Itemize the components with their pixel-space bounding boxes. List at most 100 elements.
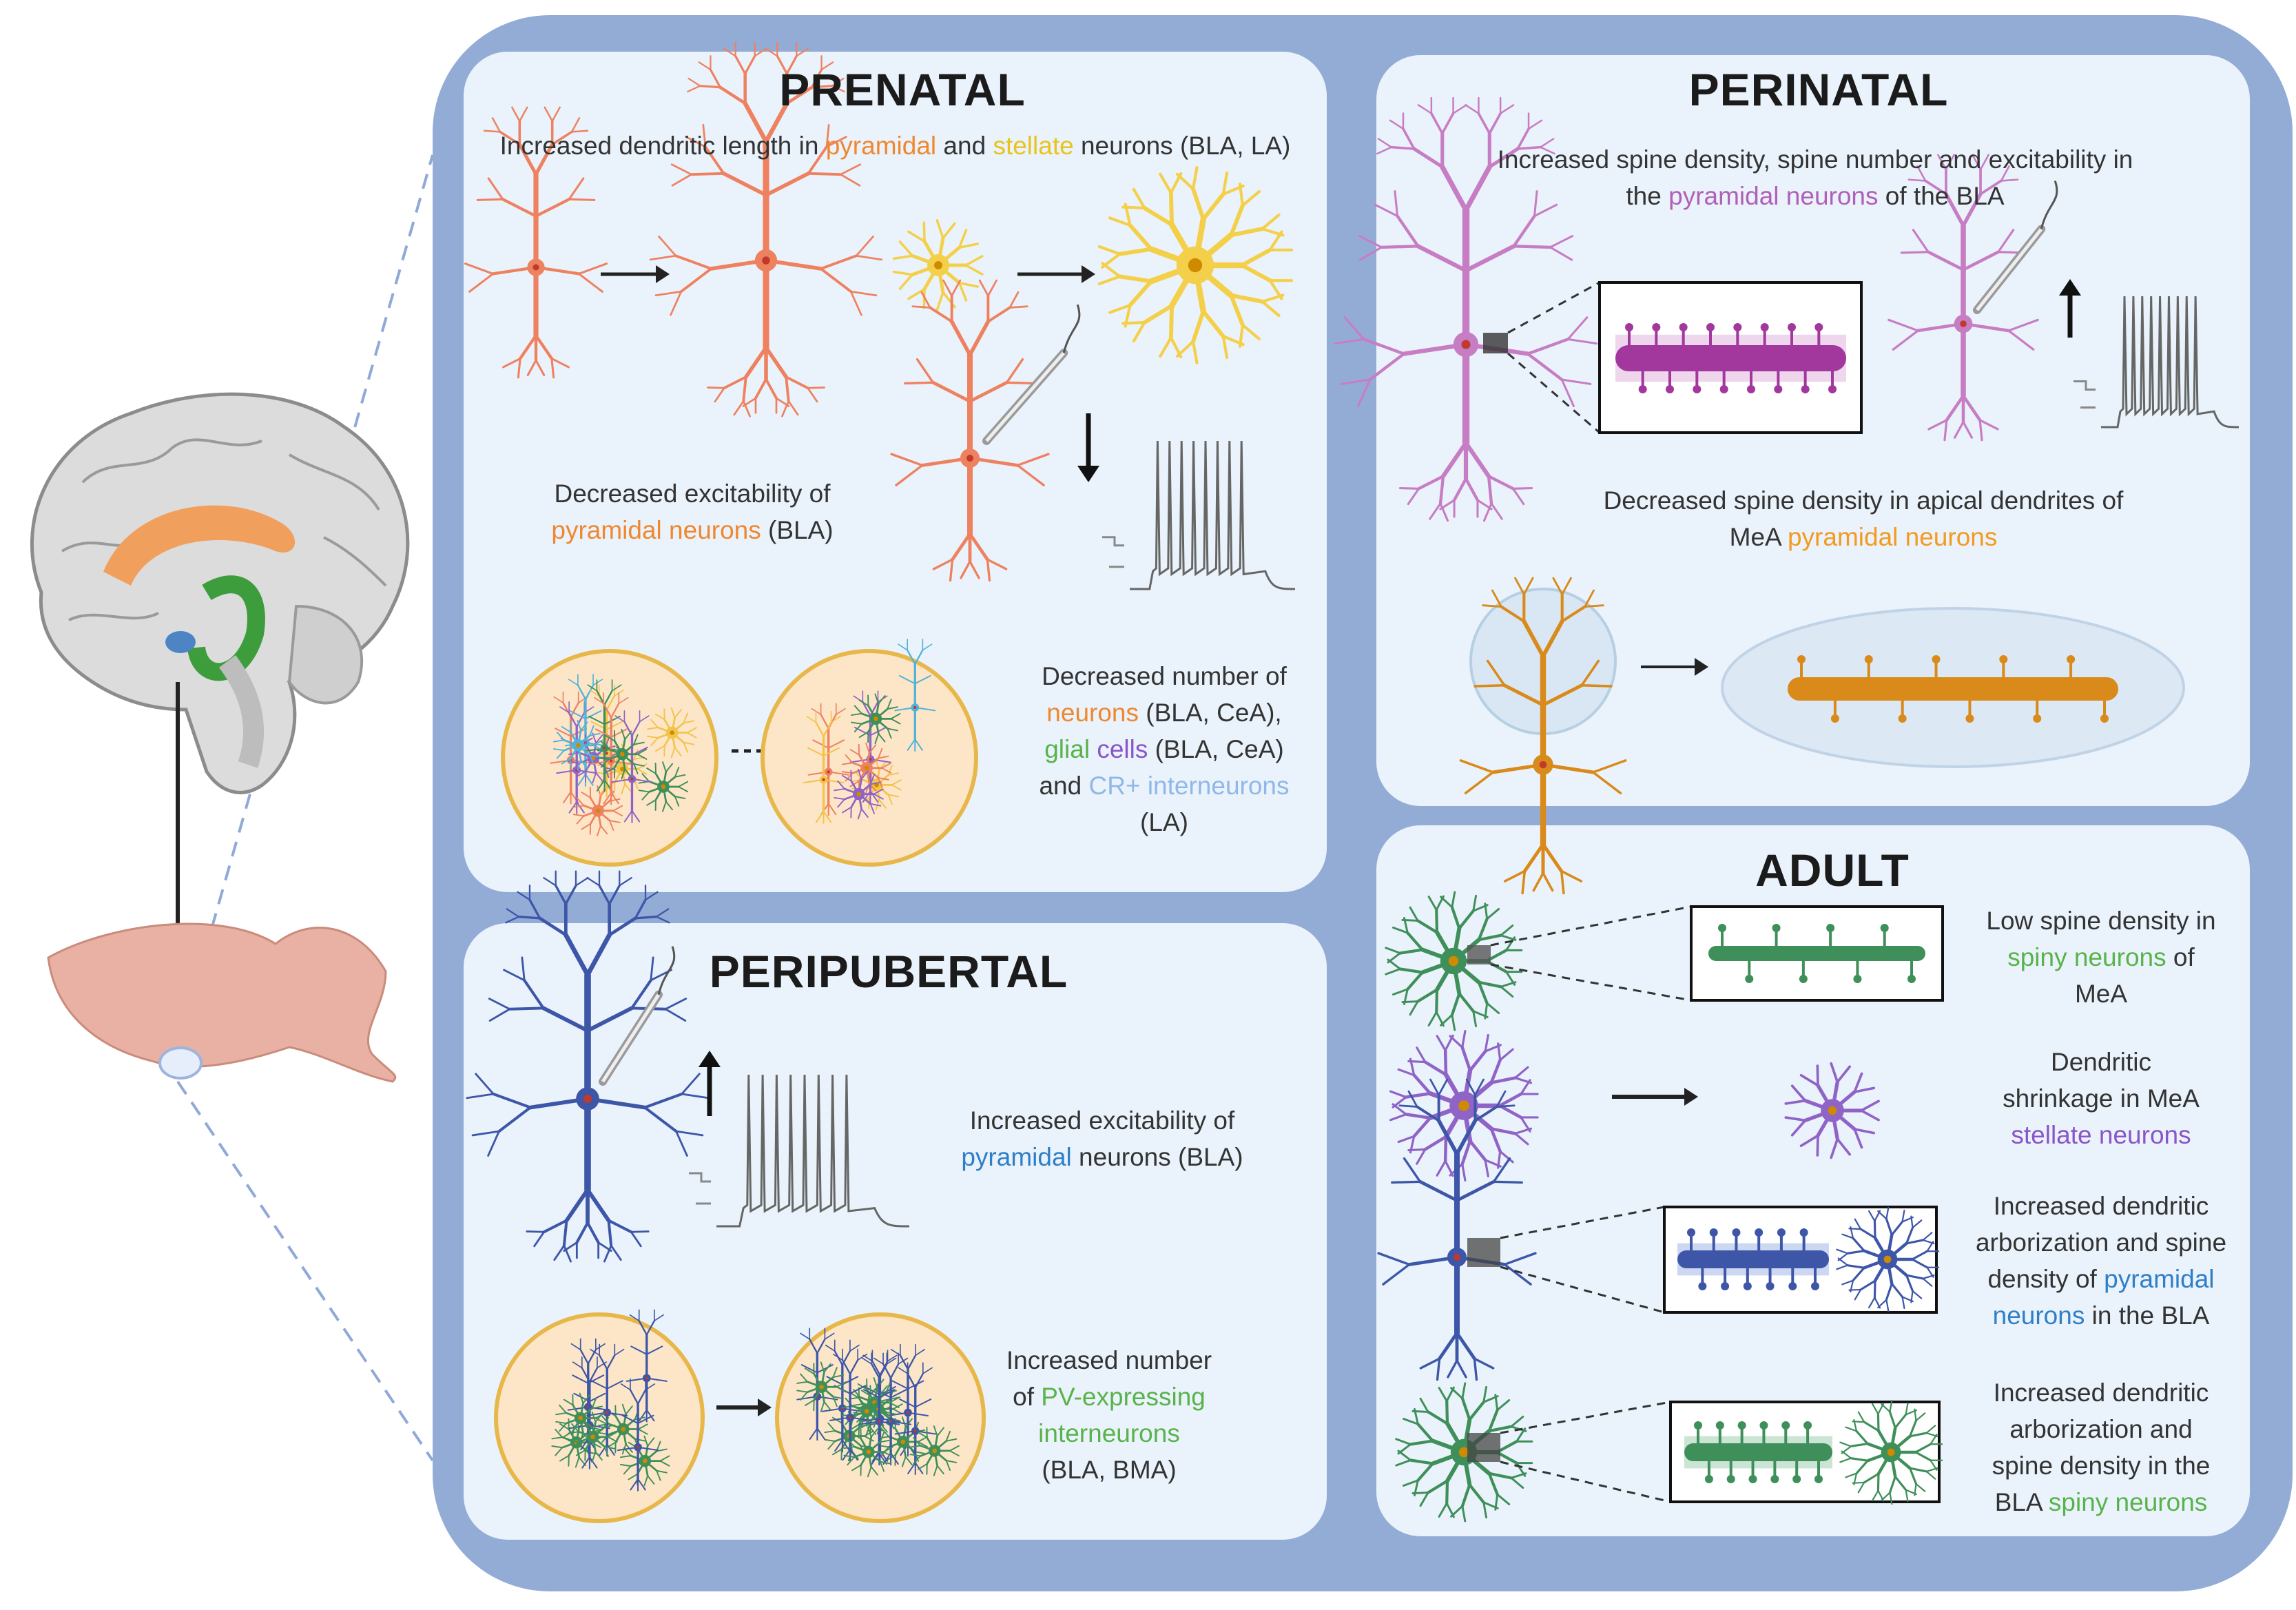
patch-electrode: [1973, 180, 2058, 314]
text-highlight-stellate: stellate: [993, 132, 1074, 160]
text-segment: of the BLA: [1878, 182, 2005, 210]
text-highlight-neurons: neurons: [1992, 1301, 2085, 1330]
text-segment: neurons (BLA, LA): [1073, 132, 1291, 160]
pyramidal-neuron-large: [649, 41, 883, 417]
text-line: stellate neurons: [2011, 1121, 2191, 1149]
neuron-population-after-cell: [803, 710, 845, 824]
text-segment: density of: [1987, 1265, 2104, 1293]
text-line: Decreased number of: [1042, 662, 1287, 690]
mea-dendrite: [1788, 655, 2118, 723]
text-segment: the: [1626, 182, 1669, 210]
dendrite-arbor-blue: [1836, 1206, 1940, 1312]
text-segment: of: [2166, 943, 2195, 971]
text-line: MeA pyramidal neurons: [1516, 519, 2211, 555]
peripubertal-excitability-text: Increased excitability of pyramidal neur…: [930, 1102, 1274, 1175]
text-highlight-pv-expressing: PV-expressing: [1041, 1383, 1206, 1411]
neuron-population-before-cell: [611, 710, 653, 823]
perinatal-mea-text: Decreased spine density in apical dendri…: [1516, 482, 2211, 555]
text-line: pyramidal neurons (BLA): [930, 1139, 1274, 1175]
text-line: (LA): [1140, 808, 1188, 836]
text-line: neurons (BLA, CeA),: [1006, 694, 1323, 731]
neuron-population-after-cell: [894, 639, 936, 752]
zoom-marker: [1467, 1433, 1500, 1462]
zoom-marker: [1483, 333, 1508, 353]
patch-electrode: [599, 946, 676, 1086]
text-line: glial cells (BLA, CeA): [1006, 731, 1323, 767]
perinatal-spine-density-text: Increased spine density, spine number an…: [1412, 141, 2218, 214]
text-line: Increased dendritic: [1993, 1379, 2209, 1407]
neuron-population-after-cell: [834, 768, 884, 820]
action-potential-trace: [1102, 440, 1296, 590]
pyramidal-neuron-adult: [1377, 1078, 1537, 1381]
pv-population-after-cell: [796, 1361, 847, 1413]
zoom-marker: [1467, 945, 1491, 964]
text-highlight-cells: cells: [1097, 735, 1148, 763]
text-line: interneurons: [1038, 1419, 1180, 1447]
text-segment: neurons (BLA): [1071, 1143, 1243, 1171]
spiny-dendrite-magenta: [1615, 323, 1846, 393]
zoom-line: [1490, 963, 1692, 1002]
zoom-line: [1500, 1206, 1665, 1239]
zoom-dashed-lines: [176, 154, 434, 1462]
neuron-population-before-cell: [647, 707, 697, 758]
stellate-neuron-shrunk: [1784, 1062, 1880, 1159]
zoom-line: [1507, 352, 1600, 434]
peripubertal-pv-text: Increased number of PV-expressing intern…: [992, 1342, 1226, 1488]
text-line: BLA spiny neurons: [1949, 1484, 2253, 1520]
arrow-down-icon: [1077, 413, 1099, 482]
adult-item2-text: Dendritic shrinkage in MeA stellate neur…: [1949, 1044, 2253, 1153]
text-line: arborization and spine: [1975, 1228, 2227, 1257]
pv-population-before-cell: [617, 1378, 659, 1492]
text-highlight-spiny-neurons: spiny neurons: [2007, 943, 2166, 971]
spiny-neuron-bla: [1395, 1382, 1533, 1523]
arrow-right: [1641, 658, 1708, 676]
pv-population-before-cell: [555, 1392, 606, 1444]
text-line: (BLA, BMA): [1042, 1456, 1177, 1484]
adult-item3-text: Increased dendritic arborization and spi…: [1949, 1188, 2253, 1334]
pv-population-after-cell: [843, 1426, 893, 1478]
pv-population-before-cell: [568, 1411, 618, 1463]
arrow-right: [601, 265, 670, 283]
text-line: the pyramidal neurons of the BLA: [1412, 178, 2218, 214]
text-highlight-neurons: neurons: [1046, 699, 1139, 727]
prenatal-number-text: Decreased number of neurons (BLA, CeA), …: [1006, 658, 1323, 840]
spiny-dendrite-green: [1708, 924, 1925, 983]
text-line: spiny neurons of: [1949, 939, 2253, 976]
perinatal-title: PERINATAL: [1688, 64, 1949, 115]
spiny-neuron-mea: [1385, 891, 1523, 1031]
adult-title: ADULT: [1755, 845, 1910, 896]
text-segment: and: [936, 132, 993, 160]
text-line: Dendritic: [2051, 1048, 2151, 1076]
zoom-line: [1500, 1266, 1665, 1314]
pyramidal-neuron-recorded: [1888, 154, 2039, 442]
mea-pyramidal-neuron: [1459, 577, 1627, 895]
zoom-line: [1507, 281, 1600, 334]
text-highlight-spiny-neurons: spiny neurons: [2048, 1488, 2208, 1516]
text-highlight-pyramidal-neurons: pyramidal neurons: [551, 516, 761, 544]
zoom-marker: [1467, 1238, 1500, 1267]
pyramidal-neuron-perinatal: [1334, 96, 1598, 522]
zoom-line: [1490, 905, 1692, 947]
text-segment: MeA: [1729, 523, 1788, 551]
spiny-dendrite-blue: [1677, 1228, 1829, 1290]
text-line: arborization and: [2009, 1415, 2193, 1443]
text-highlight-glial: glial: [1044, 735, 1097, 763]
adult-item4-text: Increased dendritic arborization and spi…: [1949, 1374, 2253, 1520]
text-line: Increased dendritic: [1993, 1192, 2209, 1220]
peripubertal-title: PERIPUBERTAL: [709, 946, 1068, 997]
text-highlight-pyramidal-neurons: pyramidal neurons: [1668, 182, 1879, 210]
arrow-up-icon: [699, 1051, 721, 1116]
prenatal-dendritic-length-text: Increased dendritic length in pyramidal …: [464, 127, 1327, 164]
stellate-neuron-large: [1097, 166, 1294, 364]
stellate-neuron-mea: [1389, 1030, 1539, 1181]
neuron-population-before-cell: [597, 728, 648, 780]
pv-population-after-cell: [858, 1352, 900, 1466]
text-line: Increased excitability of: [969, 1106, 1235, 1135]
arrow-up-icon: [2059, 279, 2081, 338]
stellate-neuron-small: [892, 219, 984, 311]
arrow-right: [1017, 265, 1095, 283]
prenatal-excitability-text: Decreased excitability of pyramidal neur…: [513, 475, 871, 548]
action-potential-trace: [2073, 296, 2240, 429]
